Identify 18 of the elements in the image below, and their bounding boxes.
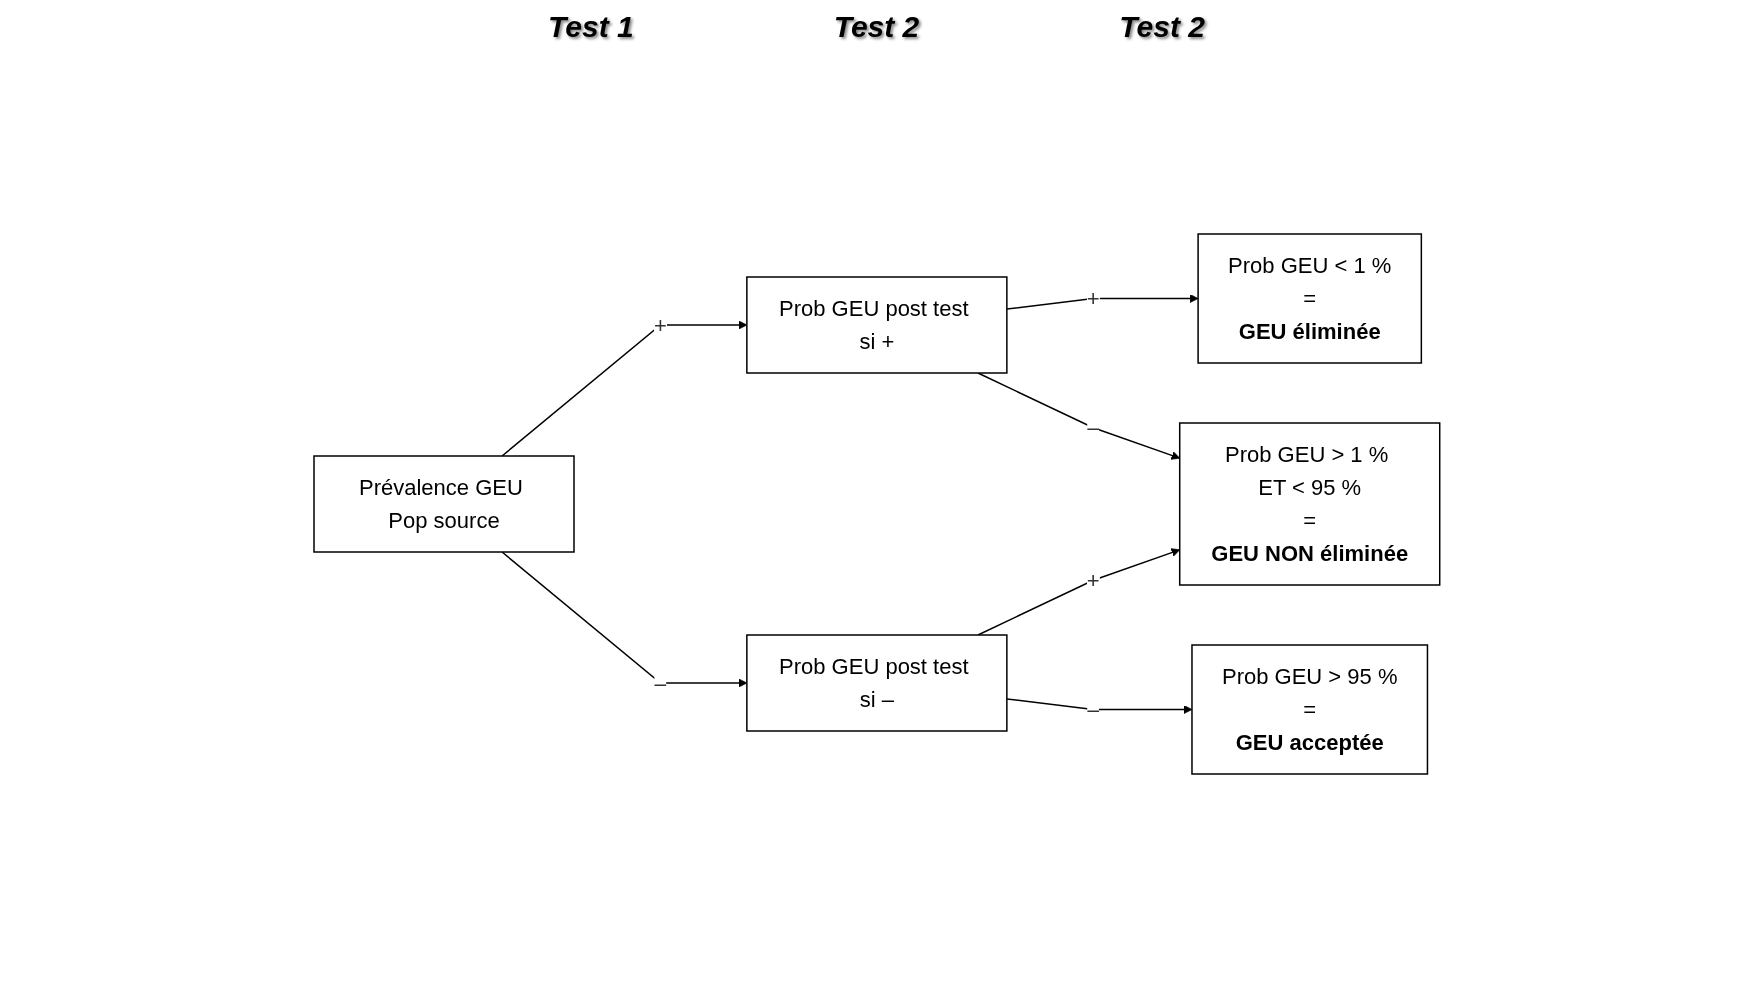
edge-label: +: [653, 312, 667, 338]
node-box: Prob GEU < 1 % = GEU éliminée: [1197, 233, 1422, 364]
edge-label: –: [1086, 415, 1100, 441]
node-box: Prob GEU > 95 % = GEU acceptée: [1190, 644, 1428, 775]
test-label: Test 1: [548, 10, 634, 44]
node-box: Prévalence GEU Pop source: [312, 455, 575, 553]
edge-label: –: [1086, 697, 1100, 722]
arrow: [500, 320, 747, 457]
edge-label: +: [1086, 286, 1100, 311]
test-label: Test 2: [1119, 10, 1205, 44]
edge-label: +: [1086, 567, 1100, 593]
arrow: [500, 551, 747, 688]
test-label: Test 2: [833, 10, 920, 44]
node-box: Prob GEU post test si +: [745, 276, 1008, 374]
edge-label: –: [653, 670, 667, 696]
node-box: Prob GEU post test si –: [745, 634, 1008, 732]
node-box: Prob GEU > 1 % ET < 95 % = GEU NON éliminée: [1178, 422, 1441, 586]
arrow: [976, 548, 1180, 636]
